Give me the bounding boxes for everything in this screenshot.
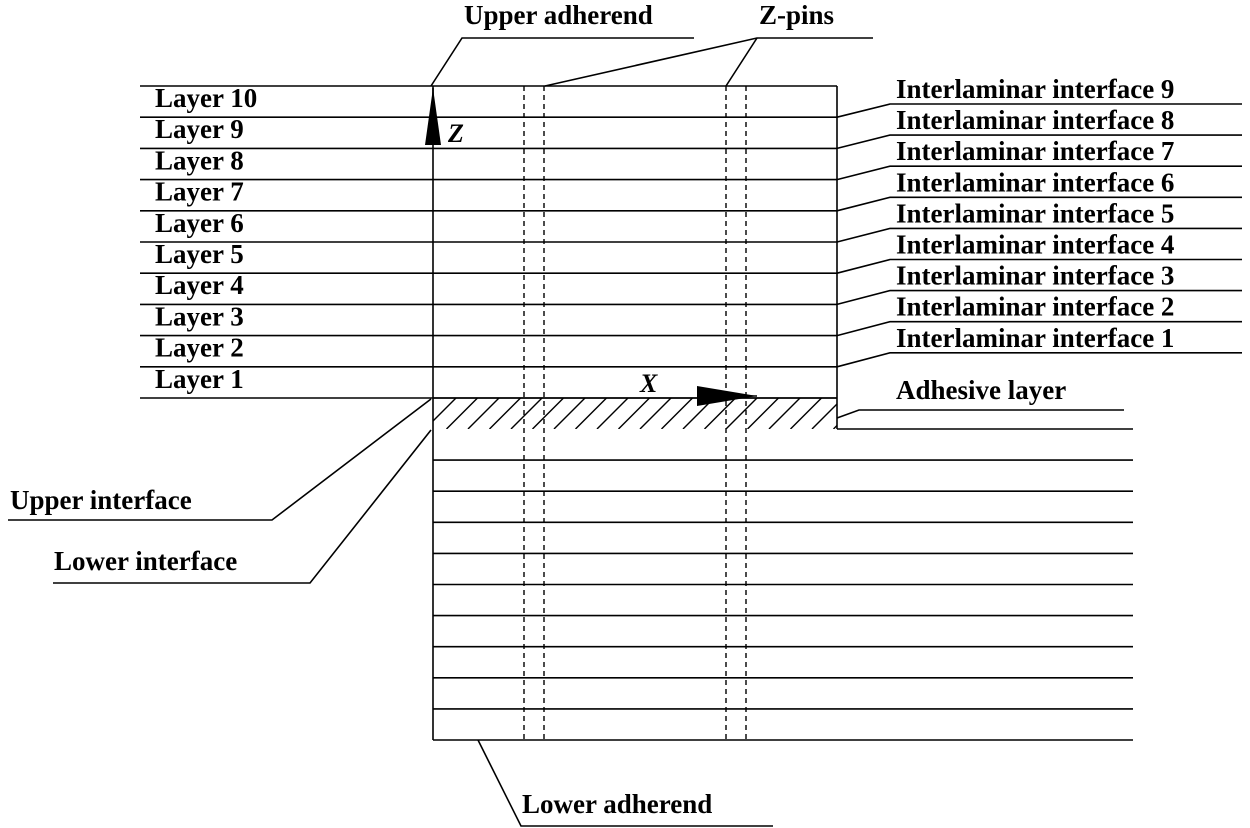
hatch-line — [704, 398, 736, 429]
interface-label: Interlaminar interface 2 — [896, 292, 1174, 322]
interface-leader — [836, 196, 1242, 212]
interface-leaders — [836, 103, 1242, 368]
layer-label: Layer 7 — [155, 177, 244, 207]
lower-interface-label: Lower interface — [54, 546, 237, 576]
hatch-line — [661, 398, 693, 429]
hatch-line — [725, 398, 758, 429]
upper-interface-label: Upper interface — [10, 485, 192, 515]
hatch-line — [467, 398, 500, 429]
lower-interface-leader — [53, 429, 432, 584]
interface-label: Interlaminar interface 9 — [896, 74, 1174, 104]
adhesive-layer-region — [432, 397, 886, 429]
interface-label: Interlaminar interface 5 — [896, 198, 1174, 228]
layer-label: Layer 2 — [155, 333, 244, 363]
interface-leader — [836, 320, 1242, 337]
layer-label: Layer 9 — [155, 114, 244, 144]
interface-leader — [836, 134, 1242, 150]
interface-leader — [836, 227, 1242, 243]
z-pin-1 — [523, 86, 545, 740]
hatch-line — [532, 398, 564, 429]
z-axis-label: Z — [447, 119, 464, 148]
hatch-line — [575, 398, 607, 429]
interface-leader — [836, 258, 1242, 274]
hatch-line — [855, 398, 886, 429]
hatch-line — [790, 398, 822, 429]
upper-adherend-leader — [430, 37, 694, 87]
interface-label: Interlaminar interface 8 — [896, 105, 1174, 135]
upper-adherend — [140, 85, 838, 399]
interface-leader — [836, 165, 1242, 181]
z-pins-leader — [544, 37, 873, 87]
lower-adherend-leader — [477, 739, 773, 827]
layer-label: Layer 5 — [155, 239, 244, 269]
interface-label: Interlaminar interface 1 — [896, 323, 1174, 353]
interface-leader — [836, 351, 1242, 368]
hatch-line — [747, 398, 779, 429]
layer-label: Layer 1 — [155, 364, 244, 394]
z-axis-arrow — [425, 88, 441, 145]
interface-label: Interlaminar interface 7 — [896, 136, 1174, 166]
hatch-line — [446, 398, 478, 429]
hatch-line — [768, 398, 801, 429]
hatch-line — [596, 398, 629, 429]
lower-adherend-label: Lower adherend — [522, 789, 712, 819]
lower-adherend — [432, 428, 1133, 741]
layer-lines — [140, 85, 837, 399]
interface-leader — [836, 289, 1242, 306]
interface-leader — [836, 103, 1242, 118]
upper-interface-leader — [8, 398, 432, 521]
x-axis-label: X — [639, 369, 658, 398]
hatch-line — [639, 398, 672, 429]
layer-label: Layer 8 — [155, 145, 244, 175]
hatch-line — [489, 398, 521, 429]
hatch-line — [433, 398, 457, 422]
layer-label: Layer 3 — [155, 301, 244, 331]
hatch-line — [811, 403, 837, 429]
interface-label: Interlaminar interface 6 — [896, 167, 1174, 197]
layer-label: Layer 10 — [155, 83, 257, 113]
z-pins-label: Z-pins — [759, 0, 834, 30]
hatch-line — [553, 398, 586, 429]
layer-label: Layer 4 — [155, 270, 244, 300]
upper-adherend-label: Upper adherend — [464, 0, 653, 30]
interface-label: Interlaminar interface 4 — [896, 230, 1174, 260]
interface-label: Interlaminar interface 3 — [896, 261, 1174, 291]
adhesive-layer-leader — [836, 409, 1124, 419]
hatch-line — [510, 398, 543, 429]
x-axis-arrow — [697, 386, 757, 406]
adhesive-layer-label: Adhesive layer — [896, 375, 1066, 405]
z-pin-2 — [725, 86, 747, 740]
hatch-line — [618, 398, 650, 429]
layer-label: Layer 6 — [155, 208, 244, 238]
